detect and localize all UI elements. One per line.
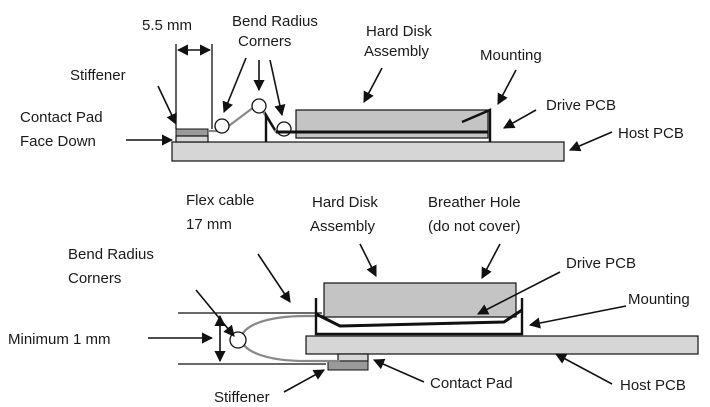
top-bend-circle-3: [276, 121, 292, 137]
top-arrow-hda: [363, 67, 383, 103]
bottom-view: Flex cable 17 mm Hard Disk Assembly Brea…: [8, 192, 699, 406]
top-bend-label-1: Bend Radius: [232, 13, 318, 30]
bottom-arrow-host-pcb: [555, 353, 613, 385]
bottom-hda-label-2: Assembly: [310, 218, 376, 235]
top-hda-label-1: Hard Disk: [366, 23, 432, 40]
bottom-breather-label-2: (do not cover): [428, 218, 521, 235]
bottom-mounting-bracket: [314, 298, 524, 336]
top-mounting-label: Mounting: [480, 47, 542, 64]
bottom-bend-label-2: Corners: [68, 270, 121, 287]
bottom-contact-pad: [337, 353, 369, 362]
bottom-drive-pcb-label: Drive PCB: [566, 255, 636, 272]
top-contact-pad: [175, 135, 209, 143]
top-bend-label-2: Corners: [238, 33, 291, 50]
top-bend-circle-2: [251, 98, 267, 114]
bottom-arrow-drive-pcb: [477, 271, 561, 315]
top-stiffener: [175, 128, 209, 137]
top-hda-label-2: Assembly: [364, 43, 430, 60]
bottom-contact-pad-label: Contact Pad: [430, 375, 513, 392]
top-arrow-stiffener: [157, 85, 177, 126]
bottom-hda-label-1: Hard Disk: [312, 194, 378, 211]
bottom-stiffener: [327, 360, 369, 371]
top-hard-disk-assembly: [295, 109, 489, 139]
top-arrow-mounting: [497, 69, 517, 105]
bottom-host-pcb-label: Host PCB: [620, 377, 686, 394]
bottom-stiffener-label: Stiffener: [214, 389, 270, 406]
top-drive-pcb-label: Drive PCB: [546, 97, 616, 114]
bottom-arrow-stiffener: [283, 369, 325, 393]
bottom-arrow-mounting: [528, 305, 627, 329]
bottom-hard-disk-assembly: [323, 282, 517, 318]
top-bend-circle-1: [214, 118, 230, 134]
top-bracket-left: [264, 110, 277, 142]
top-host-pcb: [171, 141, 565, 162]
top-contact-label-2: Face Down: [20, 133, 96, 150]
bottom-breather-label-1: Breather Hole: [428, 194, 521, 211]
bottom-arrow-bend: [195, 289, 235, 337]
bottom-flex-label-2: 17 mm: [186, 216, 232, 233]
bottom-mounting-label: Mounting: [628, 291, 690, 308]
bottom-arrow-flex: [257, 253, 291, 303]
top-arrow-bend-3: [269, 59, 286, 117]
bottom-flex-label-1: Flex cable: [186, 192, 254, 209]
bottom-host-pcb: [305, 335, 699, 355]
bottom-bend-label-1: Bend Radius: [68, 246, 154, 263]
top-arrow-drive-pcb: [503, 109, 537, 129]
bottom-arrow-contact: [372, 358, 425, 383]
top-arrow-host-pcb: [568, 131, 613, 152]
top-host-pcb-label: Host PCB: [618, 125, 684, 142]
bottom-drive-pcb: [315, 308, 523, 328]
top-bracket-right: [461, 108, 492, 142]
top-view: 5.5 mm Bend Radius Corners Hard Disk Ass…: [20, 13, 684, 162]
bottom-minimum-label: Minimum 1 mm: [8, 331, 111, 348]
top-arrow-bend-1: [222, 57, 247, 114]
top-dim-label: 5.5 mm: [142, 17, 192, 34]
top-contact-label-1: Contact Pad: [20, 109, 103, 126]
bottom-arrow-hda: [359, 243, 377, 278]
bottom-arrow-breather: [481, 243, 501, 279]
top-stiffener-label: Stiffener: [70, 67, 126, 84]
